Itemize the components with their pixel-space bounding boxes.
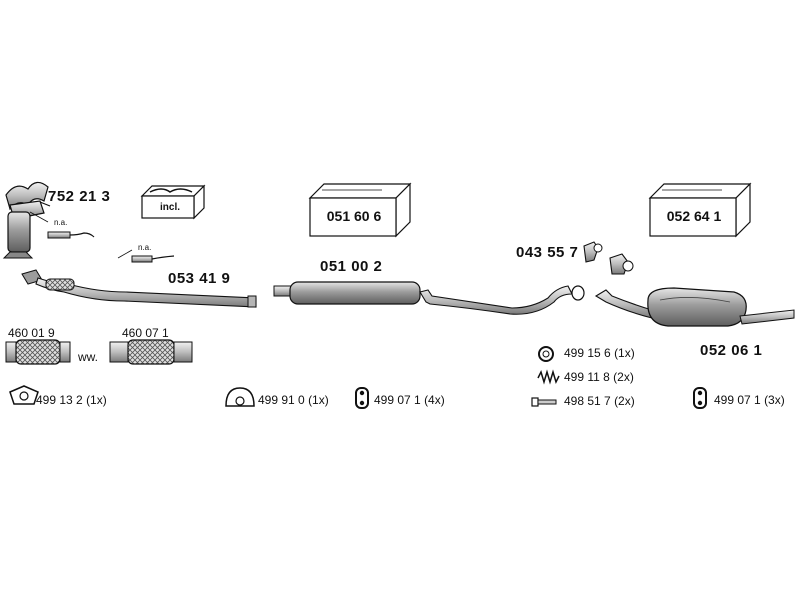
incl-label: incl. (160, 202, 181, 213)
rubber-mount-icon-4x (355, 387, 369, 409)
front-pipe[interactable] (21, 269, 257, 308)
na-label-upper: n.a. (54, 218, 68, 227)
accessory-qty: (1x) (614, 346, 635, 360)
incl-box (140, 184, 206, 220)
accessory-qty: (1x) (308, 393, 329, 407)
part-label-460019: 460 01 9 (8, 326, 55, 340)
clamp-icon-499132 (9, 385, 39, 405)
rubber-mount-icon-3x (693, 387, 707, 409)
spring-icon-499118 (537, 369, 560, 385)
accessory-code: 499 07 1 (714, 393, 761, 407)
ring-icon-499156 (538, 346, 554, 362)
kit-box-right (648, 182, 752, 238)
part-label-051606: 051 60 6 (326, 208, 382, 224)
lambda-sensor-upper[interactable] (29, 211, 95, 239)
catalytic-converter[interactable] (2, 181, 51, 259)
middle-silencer[interactable] (273, 281, 585, 315)
bolt-pair[interactable] (583, 241, 634, 275)
part-label-051002: 051 00 2 (320, 258, 383, 275)
part-label-752213: 752 21 3 (48, 188, 111, 205)
accessory-qty: (2x) (613, 370, 634, 384)
flex-pipe-right[interactable] (109, 339, 193, 365)
accessory-code: 499 13 2 (36, 393, 83, 407)
accessory-499118: 499 11 8 (2x) (564, 370, 634, 384)
accessory-499071-3x: 499 07 1 (3x) (714, 393, 785, 407)
rear-silencer[interactable] (594, 287, 795, 327)
na-label-lower: n.a. (138, 243, 152, 252)
part-label-460071: 460 07 1 (122, 326, 169, 340)
accessory-499132: 499 13 2 (1x) (36, 393, 107, 407)
accessory-qty: (4x) (424, 393, 445, 407)
accessory-code: 499 15 6 (564, 346, 611, 360)
accessory-498517: 498 51 7 (2x) (564, 394, 635, 408)
part-label-052061: 052 06 1 (700, 342, 763, 359)
clamp-icon-499910 (225, 387, 255, 407)
accessory-code: 499 91 0 (258, 393, 305, 407)
accessory-499910: 499 91 0 (1x) (258, 393, 329, 407)
kit-box-center (308, 182, 412, 238)
part-label-053419: 053 41 9 (168, 270, 231, 287)
accessory-code: 498 51 7 (564, 394, 611, 408)
bolt-icon-498517 (531, 397, 557, 407)
accessory-qty: (2x) (614, 394, 635, 408)
accessory-qty: (3x) (764, 393, 785, 407)
lambda-sensor-lower[interactable] (117, 249, 175, 263)
accessory-code: 499 11 8 (564, 370, 610, 384)
accessory-code: 499 07 1 (374, 393, 421, 407)
flex-pipe-left[interactable] (5, 339, 71, 365)
accessory-499071-4x: 499 07 1 (4x) (374, 393, 445, 407)
accessory-qty: (1x) (86, 393, 107, 407)
part-label-052641: 052 64 1 (666, 208, 722, 224)
part-label-043557: 043 55 7 (516, 244, 579, 261)
accessory-499156: 499 15 6 (1x) (564, 346, 635, 360)
ww-label: ww. (78, 350, 99, 364)
